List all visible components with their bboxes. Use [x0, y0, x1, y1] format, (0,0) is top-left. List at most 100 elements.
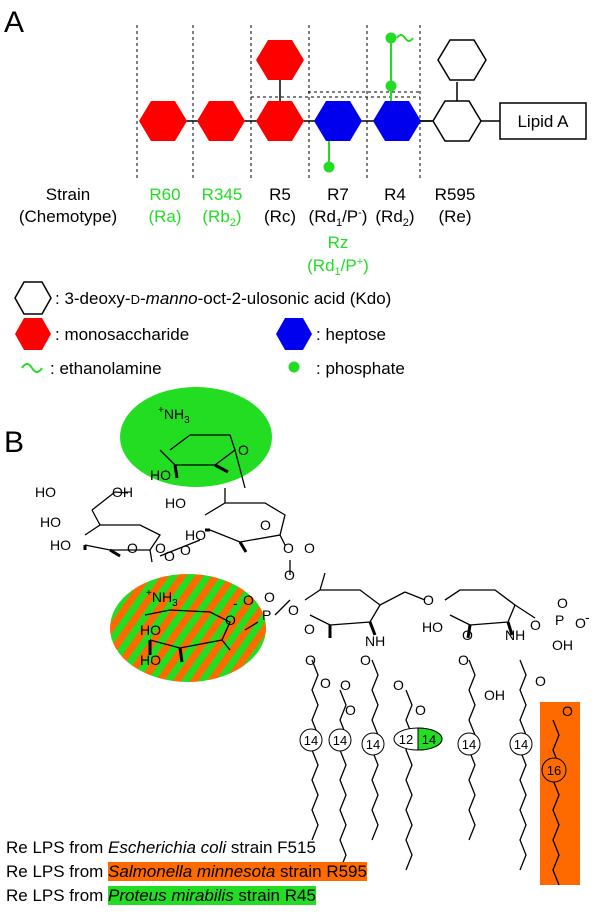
monosaccharide-hex-r60	[139, 101, 187, 141]
svg-text:O: O	[530, 617, 541, 633]
svg-text:HO: HO	[185, 527, 206, 543]
svg-text:O: O	[415, 702, 426, 718]
legend-line-proteus: Re LPS from Proteus mirabilis strain R45	[6, 886, 316, 905]
chemotype-r4: (Rd2)	[375, 207, 414, 229]
panel-b-label: B	[4, 426, 24, 459]
monosaccharide-hex-r345	[197, 101, 245, 141]
svg-text:O: O	[127, 540, 138, 556]
strain-r5: R5	[269, 185, 291, 204]
svg-text:O: O	[305, 652, 316, 668]
lipid-a-label: Lipid A	[517, 112, 569, 131]
svg-text:HO: HO	[165, 495, 186, 511]
heptose-legend-icon	[276, 318, 312, 350]
legend-line-ecoli: Re LPS from Escherichia coli strain F515	[6, 838, 316, 857]
strain-columns: R60 (Ra) R345 (Rb2) R5 (Rc) R7 (Rd1/P-) …	[148, 185, 475, 278]
chemotype-r5: (Rc)	[264, 207, 296, 226]
kdo-legend-text: : 3-deoxy-D-manno-oct-2-ulosonic acid (K…	[55, 289, 391, 308]
svg-text:HO: HO	[50, 537, 71, 553]
svg-text:O: O	[284, 567, 295, 583]
monosaccharide-legend-icon	[15, 318, 51, 350]
svg-text:O: O	[320, 675, 331, 691]
svg-text:O: O	[575, 615, 586, 631]
heptose-hex-r4	[373, 101, 421, 141]
svg-text:O: O	[155, 540, 166, 556]
svg-text:O: O	[458, 652, 469, 668]
ethanolamine-legend-text: : ethanolamine	[50, 359, 162, 378]
strain-r7: R7	[327, 185, 349, 204]
lipid-a-box	[499, 102, 587, 140]
phosphate-legend-icon	[288, 361, 300, 373]
chemotype-r60: (Ra)	[148, 207, 181, 226]
striped-ellipse	[110, 574, 266, 682]
svg-text:O: O	[225, 612, 236, 628]
strain-r60: R60	[149, 185, 180, 204]
svg-text:O: O	[423, 592, 434, 608]
atom-labels: +NH3 HO O HO OH HO HO HO HO O O O O O O …	[35, 405, 590, 719]
phosphate-legend-text: : phosphate	[316, 359, 405, 378]
svg-text:OH: OH	[112, 484, 133, 500]
svg-text:OH: OH	[552, 637, 573, 653]
kdo-hex-1	[432, 100, 482, 142]
svg-text:O: O	[345, 702, 356, 718]
strain-r345: R345	[202, 185, 243, 204]
panel-a-legend: : 3-deoxy-D-manno-oct-2-ulosonic acid (K…	[14, 281, 405, 378]
svg-text:NH: NH	[365, 633, 385, 649]
svg-text:O: O	[180, 542, 191, 558]
svg-text:O: O	[340, 677, 351, 693]
chemotype-r345: (Rb2)	[202, 207, 241, 229]
svg-text:HO: HO	[40, 514, 61, 530]
chemotype-r7: (Rd1/P-)	[309, 207, 368, 229]
svg-text:-: -	[233, 595, 238, 611]
strain-dividers	[136, 25, 421, 180]
chain-label-4: 12	[399, 732, 413, 747]
svg-text:O: O	[283, 540, 294, 556]
chemotype-rz: (Rd1/P+)	[307, 256, 369, 278]
svg-text:O: O	[393, 677, 404, 693]
svg-text:HO: HO	[150, 467, 171, 483]
orange-chain-box	[540, 702, 580, 885]
strain-r4: R4	[384, 185, 406, 204]
svg-text:OH: OH	[484, 687, 505, 703]
strain-rz: Rz	[328, 233, 349, 252]
chain-label-3: 14	[366, 737, 380, 752]
svg-text:HO: HO	[35, 484, 56, 500]
svg-text:O: O	[288, 602, 299, 618]
svg-text:HO: HO	[140, 622, 161, 638]
heptose-hex-r7	[314, 101, 362, 141]
chain-label-7: 14	[514, 737, 528, 752]
svg-text:O: O	[535, 673, 546, 689]
chain-label-2: 14	[333, 733, 347, 748]
phosphate-dot-r7	[323, 161, 335, 173]
green-ellipse-top	[120, 387, 272, 487]
svg-text:O: O	[304, 621, 315, 637]
phosphate-dot-pea	[385, 32, 397, 44]
chemotype-label: (Chemotype)	[19, 207, 117, 226]
svg-text:NH: NH	[505, 627, 525, 643]
chain-label-5: 14	[422, 732, 436, 747]
svg-text:O: O	[562, 703, 573, 719]
rd-brackets	[251, 91, 420, 98]
svg-text:O: O	[260, 517, 271, 533]
svg-text:O: O	[462, 627, 473, 643]
monosaccharide-hex-r5	[256, 101, 304, 141]
svg-text:P: P	[555, 612, 564, 628]
svg-text:O: O	[304, 540, 315, 556]
svg-text:O: O	[238, 442, 249, 458]
svg-text:+NH3: +NH3	[158, 405, 190, 426]
svg-text:O: O	[243, 592, 254, 608]
chemotype-r595: (Re)	[438, 207, 471, 226]
svg-text:O: O	[164, 548, 175, 564]
svg-text:P: P	[262, 607, 271, 623]
heptose-legend-text: : heptose	[316, 325, 386, 344]
chain-length-labels: 14 14 14 12 14 14 14 16	[299, 727, 567, 783]
ethanolamine-icon	[396, 34, 414, 42]
lps-structure	[83, 434, 560, 886]
chain-label-1: 14	[304, 733, 318, 748]
svg-text:+NH3: +NH3	[146, 588, 178, 609]
kdo-legend-icon	[14, 281, 52, 315]
panel-a-label: A	[4, 6, 24, 39]
monosaccharide-legend-text: : monosaccharide	[55, 325, 189, 344]
legend-line-salmonella: Re LPS from Salmonella minnesota strain …	[6, 862, 367, 881]
svg-text:O: O	[557, 595, 568, 611]
